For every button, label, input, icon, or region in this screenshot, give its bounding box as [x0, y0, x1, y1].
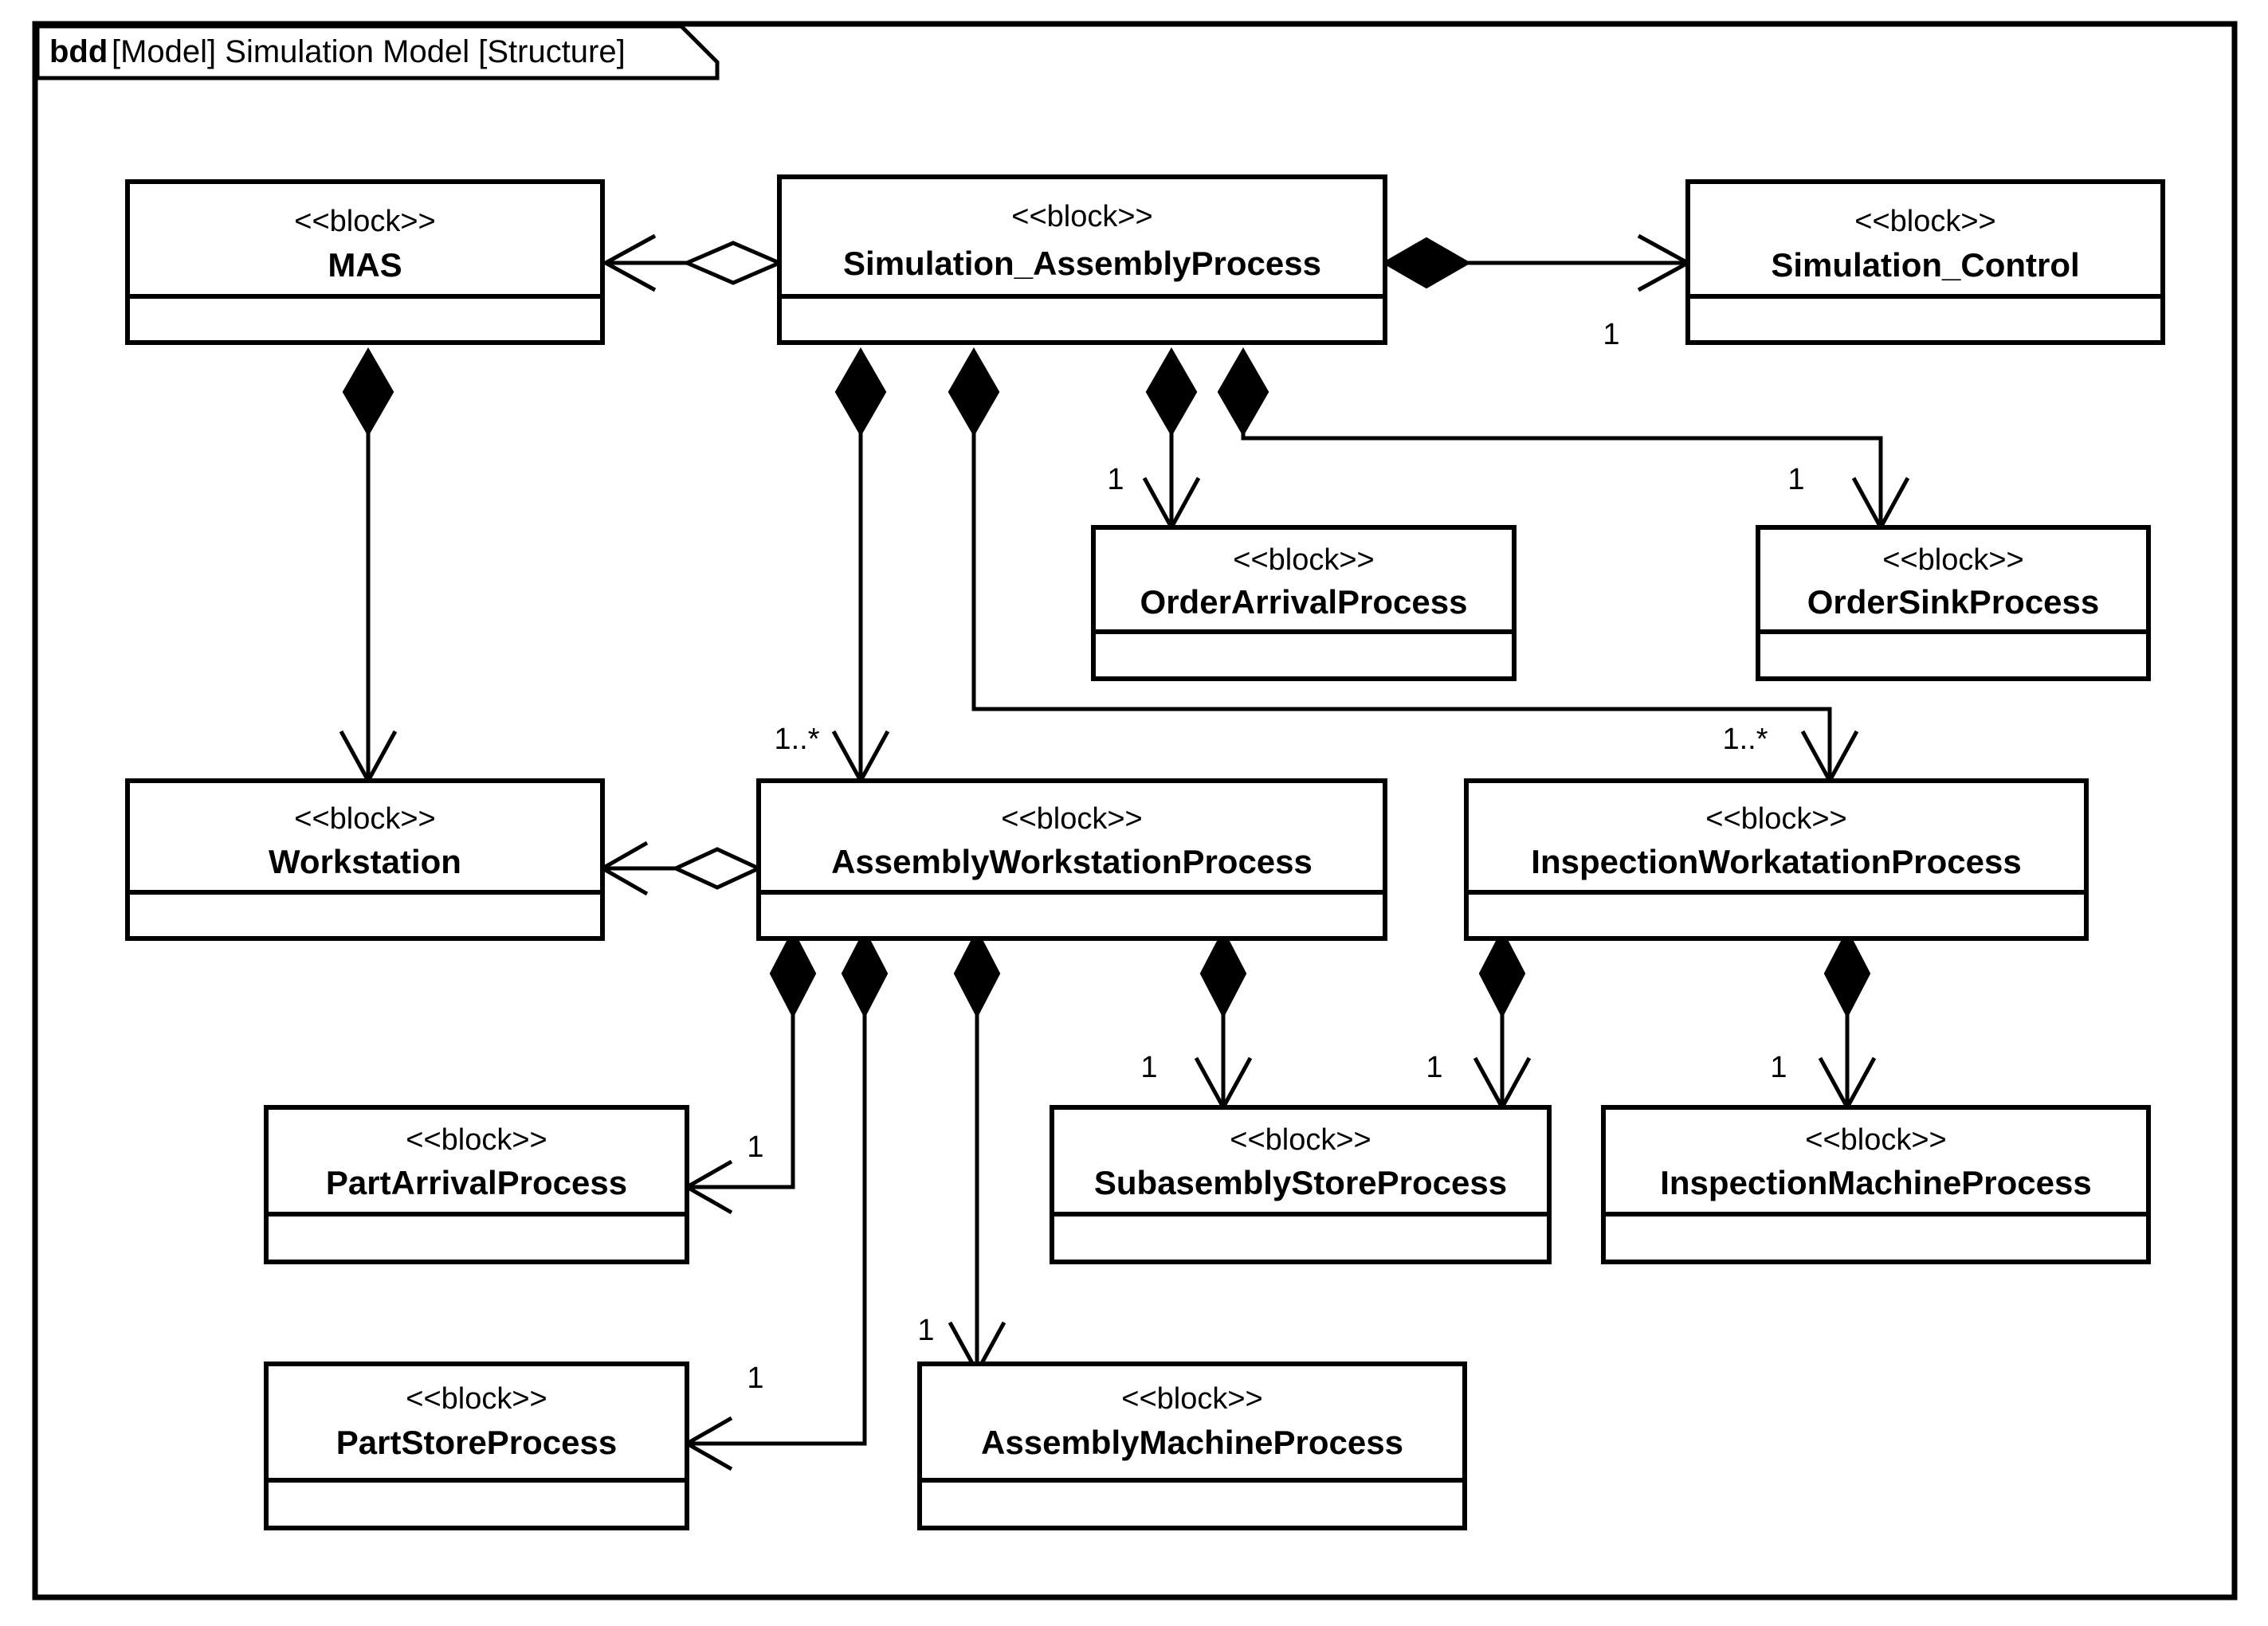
block-workstation-stereotype: <<block>> — [294, 802, 435, 836]
block-simulation-assembly-process[interactable]: <<block>> Simulation_AssemblyProcess — [777, 174, 1387, 345]
edge-assemblyworkstation-to-workstation — [598, 840, 763, 896]
block-inspection-machine-process[interactable]: <<block>> InspectionMachineProcess — [1601, 1105, 2151, 1264]
edge-assemblyworkstation-to-subassemblystore-a: 1 — [1140, 928, 1253, 1112]
block-simulation-control-name: Simulation_Control — [1771, 246, 2079, 284]
mult-subassembly-from-inspection: 1 — [1426, 1051, 1442, 1084]
mult-assembly-workstation: 1..* — [774, 723, 819, 756]
block-order-arrival-process-name: OrderArrivalProcess — [1140, 583, 1468, 621]
block-part-store-process[interactable]: <<block>> PartStoreProcess — [264, 1362, 689, 1530]
block-subassembly-store-process-stereotype: <<block>> — [1230, 1123, 1371, 1157]
mult-order-sink: 1 — [1787, 463, 1804, 496]
mult-part-store: 1 — [747, 1362, 763, 1395]
edge-simassembly-to-ordersink: 1 — [1217, 347, 1910, 532]
mult-assembly-machine: 1 — [917, 1314, 934, 1347]
block-order-arrival-process[interactable]: <<block>> OrderArrivalProcess — [1091, 525, 1517, 681]
block-simulation-control-stereotype: <<block>> — [1854, 205, 1995, 238]
block-subassembly-store-process[interactable]: <<block>> SubasemblyStoreProcess — [1050, 1105, 1552, 1264]
block-assembly-workstation-process[interactable]: <<block>> AssemblyWorkstationProcess — [756, 778, 1387, 941]
edge-simassembly-to-simcontrol: 1 — [1381, 233, 1693, 351]
edge-simassembly-to-mas — [601, 233, 785, 292]
block-subassembly-store-process-name: SubasemblyStoreProcess — [1094, 1164, 1507, 1201]
mult-simulation-control: 1 — [1603, 318, 1619, 351]
block-assembly-workstation-process-name: AssemblyWorkstationProcess — [831, 843, 1313, 880]
mult-part-arrival: 1 — [747, 1130, 763, 1164]
mult-inspection-machine: 1 — [1770, 1051, 1787, 1084]
block-inspection-workstation-process-name: InspectionWorkatationProcess — [1531, 843, 2021, 880]
edge-assemblyworkstation-to-assemblymachine: 1 — [917, 928, 1006, 1377]
block-order-sink-process[interactable]: <<block>> OrderSinkProcess — [1756, 525, 2151, 681]
block-order-sink-process-stereotype: <<block>> — [1882, 543, 2023, 577]
edge-mas-to-workstation — [339, 347, 398, 786]
block-assembly-machine-process-name: AssemblyMachineProcess — [981, 1424, 1403, 1461]
block-inspection-workstation-process-stereotype: <<block>> — [1705, 802, 1846, 836]
frame-name-tab — [35, 24, 720, 80]
edge-inspectionworkstation-to-inspectionmachine: 1 — [1770, 928, 1877, 1112]
block-assembly-workstation-process-stereotype: <<block>> — [1001, 802, 1142, 836]
block-inspection-machine-process-stereotype: <<block>> — [1805, 1123, 1946, 1157]
block-assembly-machine-process-stereotype: <<block>> — [1121, 1382, 1262, 1416]
block-part-store-process-name: PartStoreProcess — [336, 1424, 618, 1461]
block-order-arrival-process-stereotype: <<block>> — [1233, 543, 1374, 577]
edge-assemblyworkstation-to-partstore: 1 — [682, 928, 889, 1471]
mult-subassembly-from-assembly: 1 — [1140, 1051, 1157, 1084]
block-workstation[interactable]: <<block>> Workstation — [125, 778, 605, 941]
block-mas-name: MAS — [328, 246, 402, 284]
block-workstation-name: Workstation — [269, 843, 461, 880]
block-simulation-assembly-process-stereotype: <<block>> — [1011, 200, 1152, 233]
block-inspection-workstation-process[interactable]: <<block>> InspectionWorkatationProcess — [1464, 778, 2089, 941]
mult-inspection-workstation: 1..* — [1722, 723, 1768, 756]
block-simulation-control[interactable]: <<block>> Simulation_Control — [1685, 179, 2165, 345]
block-assembly-machine-process[interactable]: <<block>> AssemblyMachineProcess — [917, 1362, 1467, 1530]
block-mas[interactable]: <<block>> MAS — [125, 179, 605, 345]
block-simulation-assembly-process-name: Simulation_AssemblyProcess — [843, 245, 1321, 282]
frame-title-label: [Model] Simulation Model [Structure] — [112, 34, 626, 69]
block-part-arrival-process[interactable]: <<block>> PartArrivalProcess — [264, 1105, 689, 1264]
block-part-arrival-process-stereotype: <<block>> — [406, 1123, 547, 1157]
edge-assemblyworkstation-to-partarrival: 1 — [682, 928, 817, 1215]
edge-simassembly-to-assemblyworkstation: 1..* — [774, 347, 890, 786]
edge-inspectionworkstation-to-subassemblystore: 1 — [1426, 928, 1532, 1112]
block-part-store-process-stereotype: <<block>> — [406, 1382, 547, 1416]
edge-simassembly-to-orderarrival: 1 — [1107, 347, 1201, 532]
block-mas-stereotype: <<block>> — [294, 205, 435, 238]
block-part-arrival-process-name: PartArrivalProcess — [326, 1164, 627, 1201]
block-order-sink-process-name: OrderSinkProcess — [1807, 583, 2100, 621]
frame-kind-label: bdd — [49, 34, 108, 69]
edge-simassembly-to-inspectionworkstation: 1..* — [948, 347, 1859, 786]
mult-order-arrival: 1 — [1107, 463, 1124, 496]
block-inspection-machine-process-name: InspectionMachineProcess — [1660, 1164, 2092, 1201]
